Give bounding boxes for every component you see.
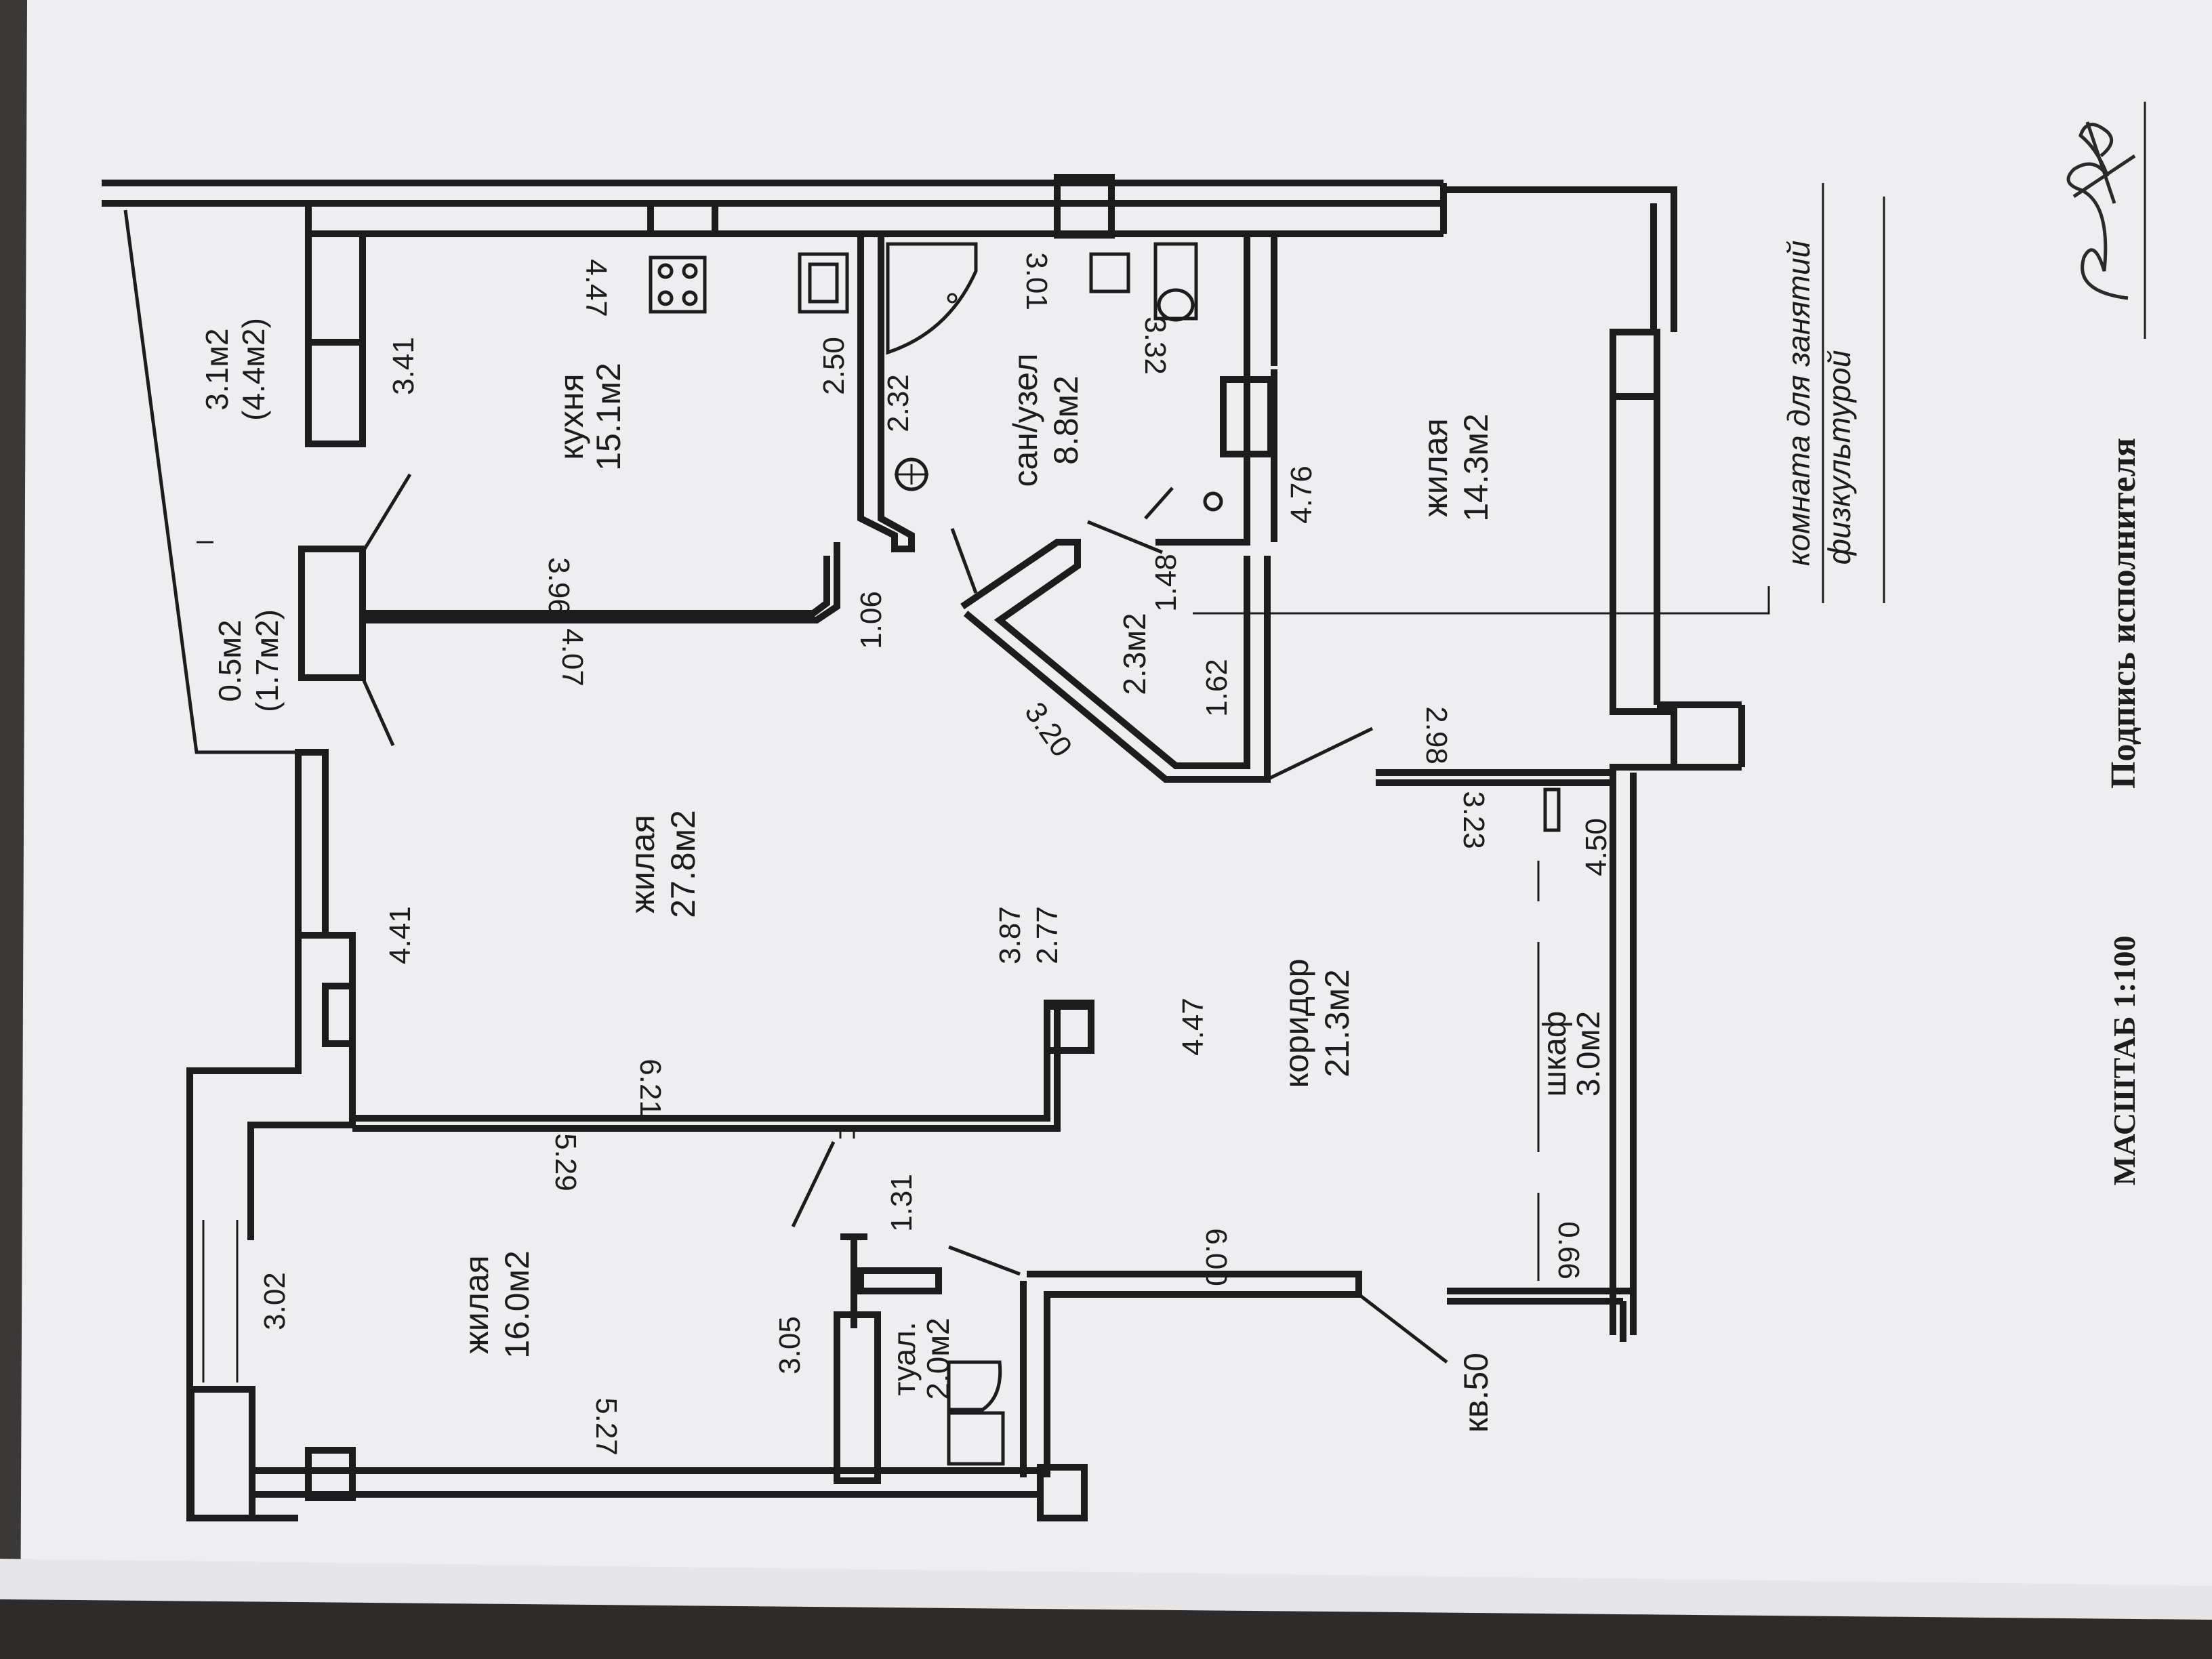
shaft-icon: [1220, 376, 1274, 457]
living-bottom-name: жилая: [457, 1255, 495, 1353]
dim-3-87: 3.87: [994, 906, 1027, 964]
walls: [102, 174, 1745, 1521]
fixtures: [649, 242, 1274, 1466]
kitchen-name: кухня: [552, 373, 590, 459]
dim-5-29: 5.29: [549, 1133, 582, 1191]
dim-3-02: 3.02: [258, 1272, 291, 1330]
dimension-labels: 4.47 3.41 2.50 2.32 3.01 3.32 3.96 4.07 …: [258, 252, 1613, 1456]
storage-area: 2.3м2: [1117, 613, 1152, 695]
toilet-area: 2.0м2: [920, 1317, 956, 1399]
room-labels: 3.1м2 (4.4м2) 0.5м2 (1.7м2) кухня 15.1м2…: [199, 318, 1607, 1399]
dim-2-98: 2.98: [1420, 706, 1453, 764]
dim-4-47-kitchen: 4.47: [579, 259, 613, 317]
dim-3-32: 3.32: [1139, 316, 1172, 375]
dim-2-32: 2.32: [882, 374, 915, 432]
closet-name: шкаф: [1537, 1011, 1573, 1097]
signature-label: Подпись исполнителя: [2104, 438, 2143, 789]
corridor-area: 21.3м2: [1318, 969, 1356, 1078]
dim-4-47-corridor: 4.47: [1176, 998, 1210, 1056]
living-bottom-area: 16.0м2: [498, 1250, 536, 1359]
bath-toilet-icon: [1089, 242, 1198, 322]
apartment-number: кв.50: [1457, 1353, 1495, 1433]
dim-3-23: 3.23: [1457, 791, 1490, 849]
column-icon: [1044, 1003, 1094, 1054]
dim-3-41: 3.41: [387, 337, 420, 395]
paper-lower: [0, 1559, 2212, 1620]
dim-4-50: 4.50: [1580, 818, 1613, 876]
dim-4-76: 4.76: [1285, 466, 1318, 524]
living-large-area: 27.8м2: [664, 810, 702, 918]
living-right-name: жилая: [1416, 418, 1454, 516]
washbasin-icon: [895, 457, 928, 491]
bathroom-name: сан/узел: [1006, 354, 1044, 487]
dim-2-50: 2.50: [817, 337, 851, 395]
dim-1-62: 1.62: [1200, 659, 1233, 717]
shower-icon: [886, 242, 978, 355]
bathroom-area: 8.8м2: [1047, 375, 1085, 465]
living-right-area: 14.3м2: [1457, 413, 1495, 522]
corridor-name: коридор: [1277, 959, 1315, 1088]
toilet-name: туал.: [886, 1322, 922, 1395]
dim-3-05: 3.05: [773, 1316, 806, 1374]
paper: [20, 0, 2212, 1659]
dim-6-00: 6.00: [1200, 1228, 1233, 1286]
balcony-top-area-alt: (4.4м2): [236, 318, 271, 421]
scale-label: МАСШТАБ 1:100: [2107, 936, 2142, 1186]
kitchen-sink-icon: [798, 252, 849, 314]
drain-icon: [1203, 491, 1223, 512]
dim-3-01: 3.01: [1020, 252, 1053, 310]
dim-3-96: 3.96: [542, 557, 575, 615]
annotation-leader: [1193, 586, 1770, 615]
toilet-icon: [947, 1360, 1005, 1466]
dim-4-41: 4.41: [384, 906, 417, 964]
living-large-name: жилая: [623, 815, 661, 913]
dim-1-06: 1.06: [855, 591, 888, 649]
kitchen-area: 15.1м2: [590, 363, 628, 471]
balcony-bottom-area-alt: (1.7м2): [249, 609, 285, 712]
closet-area: 3.0м2: [1571, 1011, 1607, 1097]
annotation-line2: физкультурой: [1822, 350, 1857, 565]
dim-4-07: 4.07: [556, 628, 589, 687]
dim-1-31: 1.31: [885, 1174, 918, 1232]
stove-icon: [649, 255, 707, 314]
signature-drawing: [2066, 121, 2136, 300]
door-swings: [361, 473, 1448, 1364]
balcony-top-area: 3.1м2: [199, 328, 234, 410]
dim-6-21: 6.21: [634, 1059, 667, 1117]
dim-0-66: 0.66: [1552, 1221, 1585, 1279]
dim-5-27: 5.27: [590, 1397, 623, 1456]
annotation-line1: комната для занятий: [1781, 241, 1816, 566]
dim-2-77: 2.77: [1031, 906, 1064, 964]
annotation-underline: [1822, 183, 1885, 603]
dim-1-48: 1.48: [1149, 554, 1183, 612]
balcony-bottom-area: 0.5м2: [212, 619, 247, 701]
